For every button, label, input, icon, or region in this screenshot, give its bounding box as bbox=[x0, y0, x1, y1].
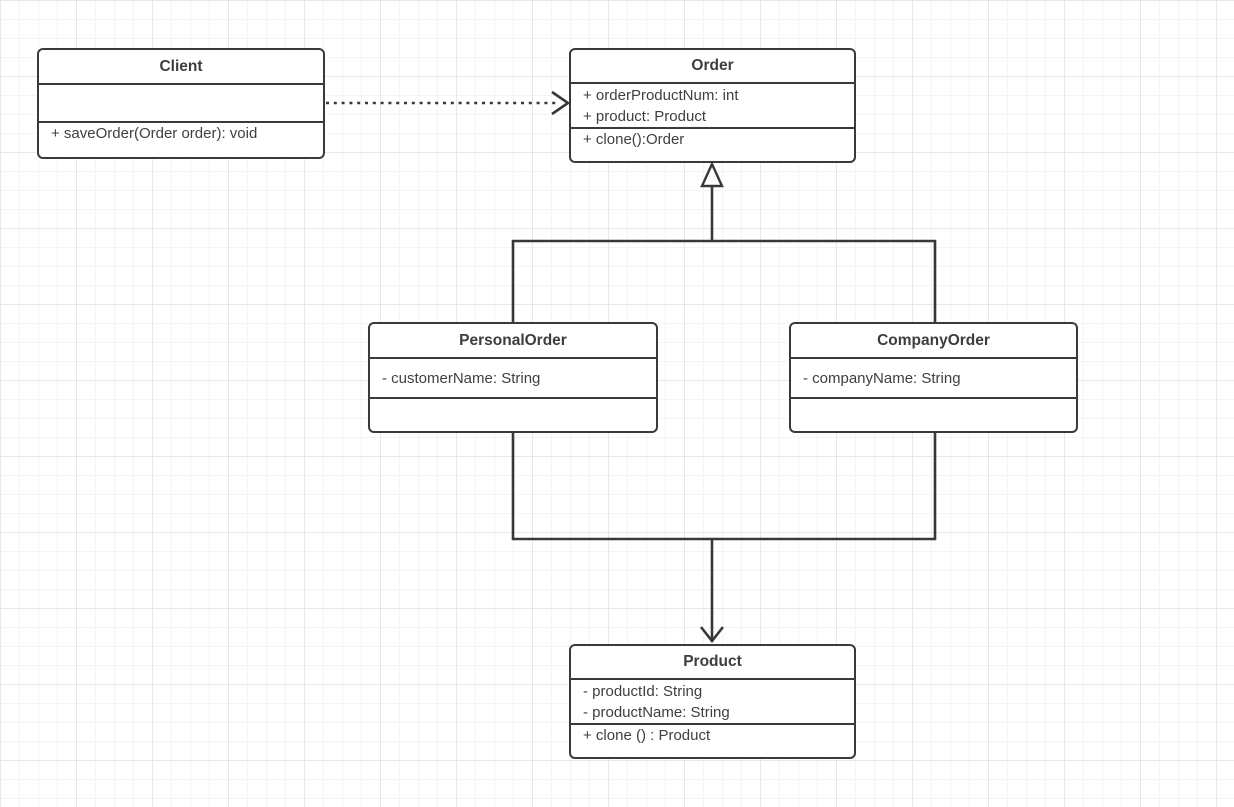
attribute-label: - customerName: String bbox=[382, 369, 541, 387]
attribute-label: + orderProductNum: int bbox=[583, 86, 739, 104]
class-client-title: Client bbox=[39, 50, 323, 85]
class-product-methods: + clone () : Product bbox=[571, 725, 854, 746]
attribute-label: - companyName: String bbox=[803, 369, 961, 387]
class-personal-order[interactable]: PersonalOrder - customerName: String bbox=[368, 322, 658, 433]
method-label: + clone():Order bbox=[583, 131, 685, 148]
class-client-attributes bbox=[39, 85, 323, 123]
association-arrow-suborders-to-product[interactable] bbox=[511, 433, 937, 644]
class-client[interactable]: Client + saveOrder(Order order): void bbox=[37, 48, 325, 159]
method-label: + saveOrder(Order order): void bbox=[51, 125, 258, 142]
class-order[interactable]: Order + orderProductNum: int + product: … bbox=[569, 48, 856, 163]
hollow-triangle-arrowhead bbox=[700, 161, 724, 188]
attribute-label: - productId: String bbox=[583, 682, 703, 700]
method-label: + clone () : Product bbox=[583, 727, 711, 744]
class-product[interactable]: Product - productId: String - productNam… bbox=[569, 644, 856, 759]
open-arrowhead bbox=[699, 626, 725, 644]
class-client-methods: + saveOrder(Order order): void bbox=[39, 123, 323, 144]
class-personal-order-title: PersonalOrder bbox=[370, 324, 656, 359]
dependency-arrow-client-to-order[interactable] bbox=[326, 90, 571, 116]
class-order-attributes: + orderProductNum: int + product: Produc… bbox=[571, 84, 854, 129]
class-product-attributes: - productId: String - productName: Strin… bbox=[571, 680, 854, 725]
class-company-order-attributes: - companyName: String bbox=[791, 359, 1076, 399]
attribute-label: + product: Product bbox=[583, 107, 706, 125]
class-company-order-title: CompanyOrder bbox=[791, 324, 1076, 359]
class-order-methods: + clone():Order bbox=[571, 129, 854, 150]
attribute-label: - productName: String bbox=[583, 703, 730, 721]
class-order-title: Order bbox=[571, 50, 854, 84]
class-personal-order-attributes: - customerName: String bbox=[370, 359, 656, 399]
class-product-title: Product bbox=[571, 646, 854, 680]
class-company-order[interactable]: CompanyOrder - companyName: String bbox=[789, 322, 1078, 433]
generalization-arrow-suborders-to-order[interactable] bbox=[511, 161, 937, 322]
